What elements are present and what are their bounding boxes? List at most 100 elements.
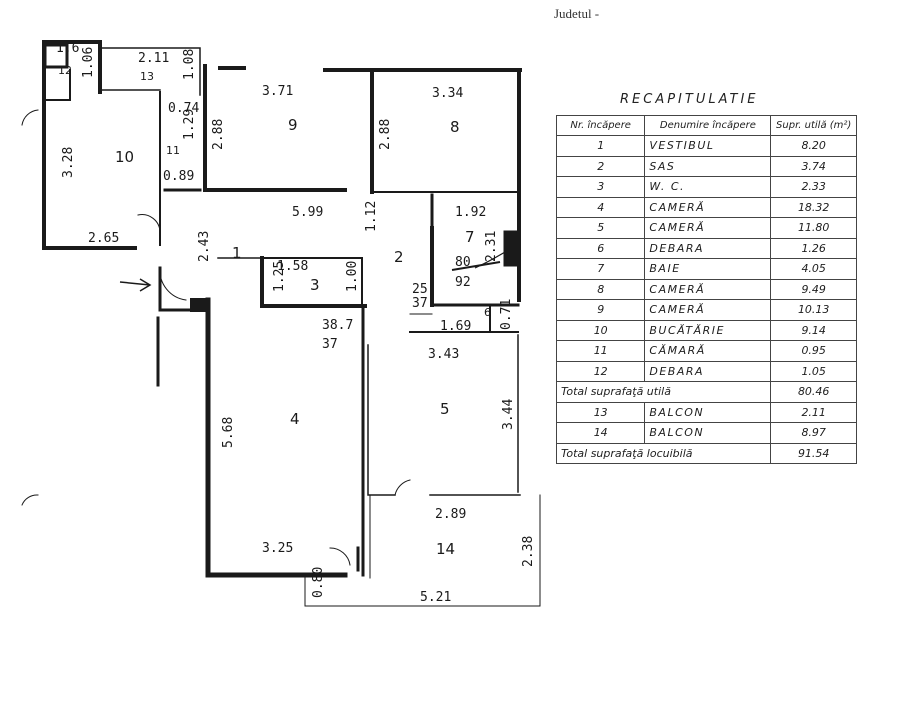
recap-title: RECAPITULATIE xyxy=(620,92,759,107)
room-label-4: 4 xyxy=(290,410,300,428)
dim-hall-w: 5.99 xyxy=(292,205,323,220)
dim-r11-b: 0.89 xyxy=(163,169,194,184)
room-number-cell: 1 xyxy=(555,135,646,157)
room-number-cell: 3 xyxy=(555,176,646,198)
dim-r5-h: 3.44 xyxy=(501,399,516,430)
room-label-14: 14 xyxy=(436,540,455,558)
room-label-7: 7 xyxy=(465,228,475,246)
room-number-cell: 7 xyxy=(555,258,646,280)
total-value: 80.46 xyxy=(770,381,857,403)
room-area-cell: 18.32 xyxy=(770,196,857,218)
room-label-11: 11 xyxy=(166,144,180,157)
room-number-cell: 4 xyxy=(555,196,646,218)
room-number-cell: 12 xyxy=(555,360,646,382)
room-label-2: 2 xyxy=(394,248,404,266)
room-area-cell: 10.13 xyxy=(770,299,857,321)
recap-table: Nr. încăpere Denumire încăpere Supr. uti… xyxy=(555,115,857,464)
dim-r7-b: 92 xyxy=(455,275,471,290)
room-name-cell: BALCON xyxy=(644,422,772,444)
room-area-cell: 2.11 xyxy=(770,401,857,423)
col-name: Denumire încăpere xyxy=(644,115,772,136)
room-name-cell: BALCON xyxy=(644,401,772,423)
room-name-cell: CAMERĂ xyxy=(644,299,772,321)
county-label: Judetul - xyxy=(554,6,600,21)
room-area-cell: 11.80 xyxy=(770,217,857,239)
room-label-3: 3 xyxy=(310,276,320,294)
room-number-cell: 13 xyxy=(555,401,646,423)
total-label: Total suprafaţă utilă xyxy=(555,381,772,403)
dim-r12-side: 1.06 xyxy=(81,47,96,78)
room-name-cell: BUCĂTĂRIE xyxy=(644,319,772,341)
room-label-9: 9 xyxy=(288,116,298,134)
dim-r9-w: 3.71 xyxy=(262,84,293,99)
dim-r14-w: 2.89 xyxy=(435,507,466,522)
dim-frac2-top: 38.7 xyxy=(322,318,353,333)
room-area-cell: 8.97 xyxy=(770,422,857,444)
room-area-cell: 3.74 xyxy=(770,155,857,177)
dim-r4-h: 5.68 xyxy=(221,417,236,448)
room-number-cell: 11 xyxy=(555,340,646,362)
room-name-cell: DEBARA xyxy=(644,237,772,259)
dim-r8-w: 3.34 xyxy=(432,86,463,101)
room-label-10: 10 xyxy=(115,148,134,166)
dim-r6-w: 1.69 xyxy=(440,319,471,334)
room-name-cell: SAS xyxy=(644,155,772,177)
room-name-cell: CĂMARĂ xyxy=(644,340,772,362)
room-number-cell: 6 xyxy=(555,237,646,259)
room-name-cell: CAMERĂ xyxy=(644,196,772,218)
room-area-cell: 9.49 xyxy=(770,278,857,300)
dim-r6-h: 0.71 xyxy=(499,299,514,330)
col-area: Supr. utilă (m²) xyxy=(770,115,857,136)
room-area-cell: 1.26 xyxy=(770,237,857,259)
room-label-1: 1 xyxy=(232,244,242,262)
room-label-6: 6 xyxy=(484,306,491,319)
room-name-cell: DEBARA xyxy=(644,360,772,382)
room-number-cell: 14 xyxy=(555,422,646,444)
dim-r10-w: 2.65 xyxy=(88,231,119,246)
room-label-5: 5 xyxy=(440,400,450,418)
room-name-cell: W. C. xyxy=(644,176,772,198)
room-area-cell: 1.05 xyxy=(770,360,857,382)
room-name-cell: CAMERĂ xyxy=(644,217,772,239)
room-area-cell: 8.20 xyxy=(770,135,857,157)
dim-r3-h2: 1.00 xyxy=(345,261,360,292)
dim-r10-h: 3.28 xyxy=(61,147,76,178)
dim-r11-h: 1.29 xyxy=(182,109,197,140)
dim-r1-h: 2.43 xyxy=(197,231,212,262)
total-label: Total suprafaţă locuibilă xyxy=(555,442,772,464)
dim-r11-w: 0.74 xyxy=(168,101,199,116)
dim-r7-w: 1.92 xyxy=(455,205,486,220)
dim-r13-w: 2.11 xyxy=(138,51,169,66)
dim-r4-w: 3.25 xyxy=(262,541,293,556)
dim-r14-side: 0.80 xyxy=(311,567,326,598)
dim-r13-side: 1.08 xyxy=(182,49,197,80)
recap-header-row: Nr. încăpere Denumire încăpere Supr. uti… xyxy=(555,115,857,136)
room-area-cell: 0.95 xyxy=(770,340,857,362)
dim-r14-b: 5.21 xyxy=(420,590,451,605)
room-number-cell: 10 xyxy=(555,319,646,341)
dim-r3-h: 1.25 xyxy=(272,261,287,292)
room-area-cell: 9.14 xyxy=(770,319,857,341)
room-name-cell: BAIE xyxy=(644,258,772,280)
room-number-cell: 2 xyxy=(555,155,646,177)
dim-r3-w: 1.58 xyxy=(277,259,308,274)
dim-r7-a: 80 xyxy=(455,255,471,270)
col-nr: Nr. încăpere xyxy=(555,115,646,136)
dim-r2-w: 1.12 xyxy=(364,201,379,232)
dim-frac-top: 25 xyxy=(412,282,428,297)
